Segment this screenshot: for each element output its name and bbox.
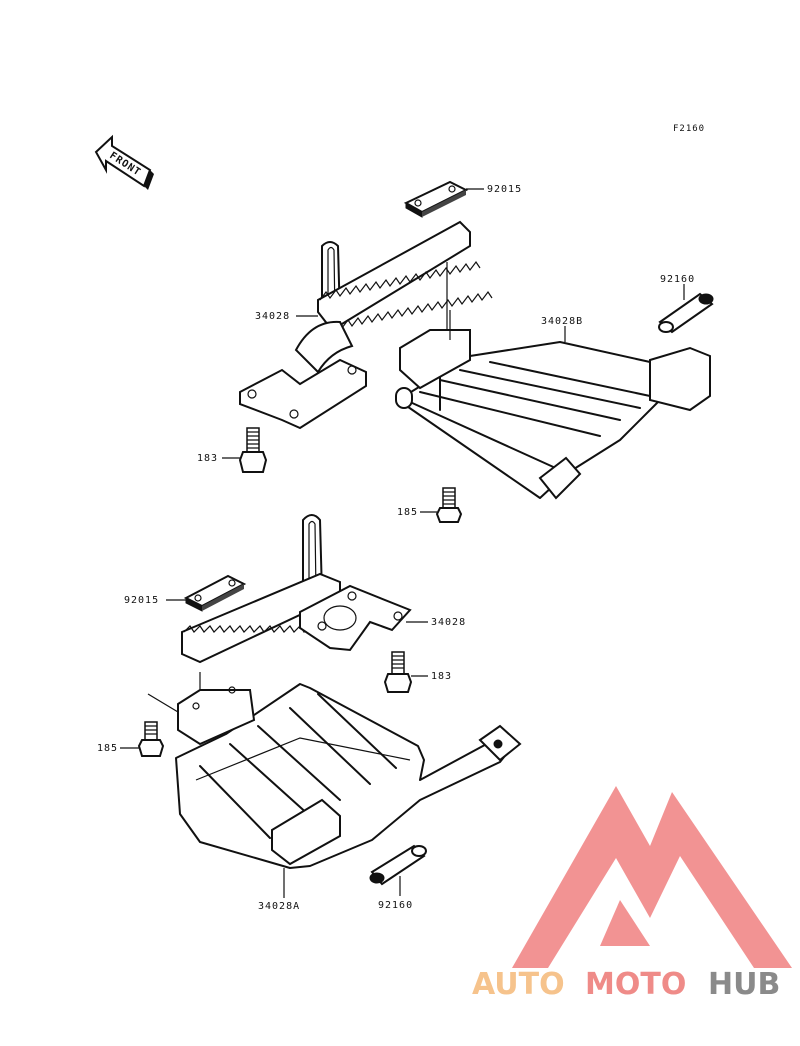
bolt-183-bottom-icon (383, 651, 413, 693)
figure-code: F2160 (673, 124, 705, 134)
label-185-bottom: 185 (97, 743, 118, 754)
collar-92160-bottom-icon (369, 844, 427, 886)
bolt-185-top-icon (435, 487, 463, 523)
label-92015-bottom: 92015 (124, 595, 159, 606)
step-pad-top (403, 180, 469, 218)
label-92160-top: 92160 (660, 274, 695, 285)
label-34028B: 34028B (541, 316, 583, 327)
label-92160-bottom: 92160 (378, 900, 413, 911)
label-34028-top: 34028 (255, 311, 290, 322)
watermark-auto: AUTO (472, 967, 565, 1002)
automotohub-logo: AUTO MOTO HUB (472, 786, 792, 1002)
label-183-top: 183 (197, 453, 218, 464)
watermark-moto: MOTO (585, 967, 686, 1002)
label-185-top: 185 (397, 507, 418, 518)
step-pad-bottom (183, 574, 247, 612)
label-183-bottom: 183 (431, 671, 452, 682)
label-34028-bottom: 34028 (431, 617, 466, 628)
collar-92160-top-icon (658, 292, 714, 334)
bolt-183-top-icon (238, 427, 268, 473)
footpeg-bracket-top (239, 220, 493, 430)
footguard-34028B (395, 310, 711, 500)
front-arrow-icon: FRONT (94, 134, 154, 190)
label-34028A: 34028A (258, 901, 300, 912)
bolt-185-bottom-icon (137, 721, 165, 757)
leader-diagonal-bottom (147, 693, 179, 713)
watermark-hub: HUB (708, 967, 780, 1002)
label-92015-top: 92015 (487, 184, 522, 195)
footpeg-bracket-bottom (181, 514, 412, 664)
footguard-34028A (175, 672, 522, 869)
